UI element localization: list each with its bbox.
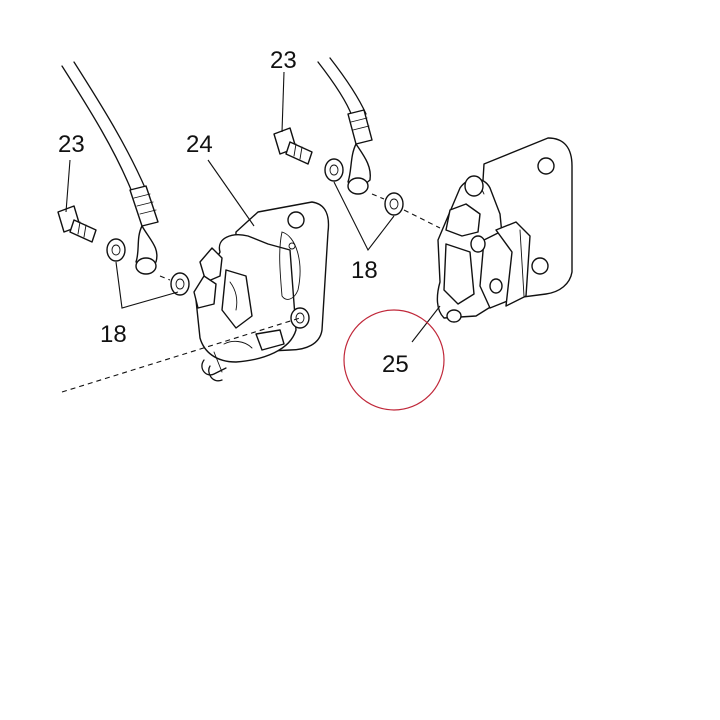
callout-18-right: 18 <box>351 257 378 284</box>
washers-right <box>324 158 441 229</box>
banjo-bolt-left <box>57 205 97 243</box>
callout-18-left: 18 <box>100 321 127 348</box>
highlight-ring <box>343 309 445 411</box>
callout-24: 24 <box>186 131 213 158</box>
callout-23-left: 23 <box>58 131 85 158</box>
callout-23-top: 23 <box>270 47 297 74</box>
brake-hose-left <box>61 61 159 275</box>
banjo-bolt-right <box>273 127 313 165</box>
callout-25: 25 <box>382 351 409 378</box>
leader-lines <box>65 71 441 343</box>
brake-hose-right <box>317 57 373 195</box>
brake-caliper-right <box>436 137 573 323</box>
axis-line <box>61 317 301 393</box>
brake-caliper-left <box>193 201 330 382</box>
washers-left <box>106 238 190 296</box>
